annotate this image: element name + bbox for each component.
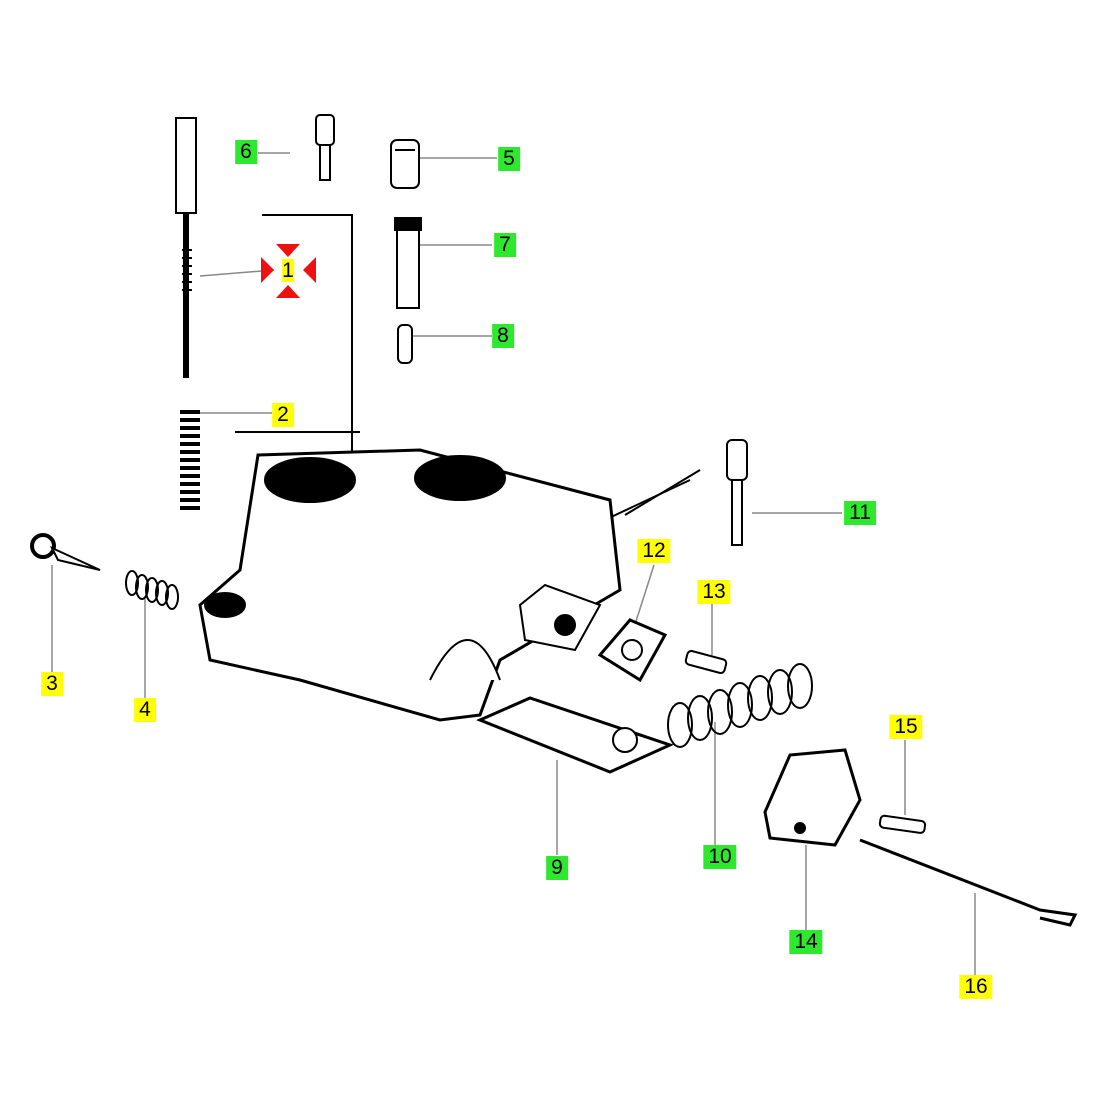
selection-arrows [261,244,316,298]
part-10-spring [667,663,813,748]
callout-10[interactable]: 10 [703,845,737,869]
part-2-spring [180,410,200,510]
carburettor-body [198,448,622,722]
callout-1[interactable]: 1 [282,259,294,282]
part-13-screw [684,649,728,675]
part-12-gasket [597,618,668,683]
callout-6[interactable]: 6 [235,140,257,164]
callout-15[interactable]: 15 [889,715,923,739]
callout-9[interactable]: 9 [546,856,568,880]
part-5-plug [390,139,420,189]
callout-13[interactable]: 13 [697,580,731,604]
callout-7[interactable]: 7 [494,233,516,257]
part-7-emulsion-tube [394,217,422,309]
callout-5[interactable]: 5 [498,147,520,171]
part-4-spring [125,570,179,610]
callout-11[interactable]: 11 [844,501,876,525]
part-3-screw [30,533,101,571]
callout-3[interactable]: 3 [41,672,63,696]
callout-4[interactable]: 4 [134,698,156,722]
callout-16[interactable]: 16 [959,975,993,999]
callout-12[interactable]: 12 [637,539,671,563]
callout-8[interactable]: 8 [492,324,514,348]
part-1-shaft [175,117,197,378]
part-16-rod [859,838,1078,927]
part-8-jet [397,324,413,364]
part-6-jet [315,114,335,181]
callout-14[interactable]: 14 [789,930,823,954]
part-14-block [763,748,862,847]
part-11-adjust-screw [726,439,748,546]
leader-lines [51,152,976,975]
part-15-screw [878,814,927,834]
callout-2[interactable]: 2 [272,403,294,427]
part-9-plate [476,696,675,774]
